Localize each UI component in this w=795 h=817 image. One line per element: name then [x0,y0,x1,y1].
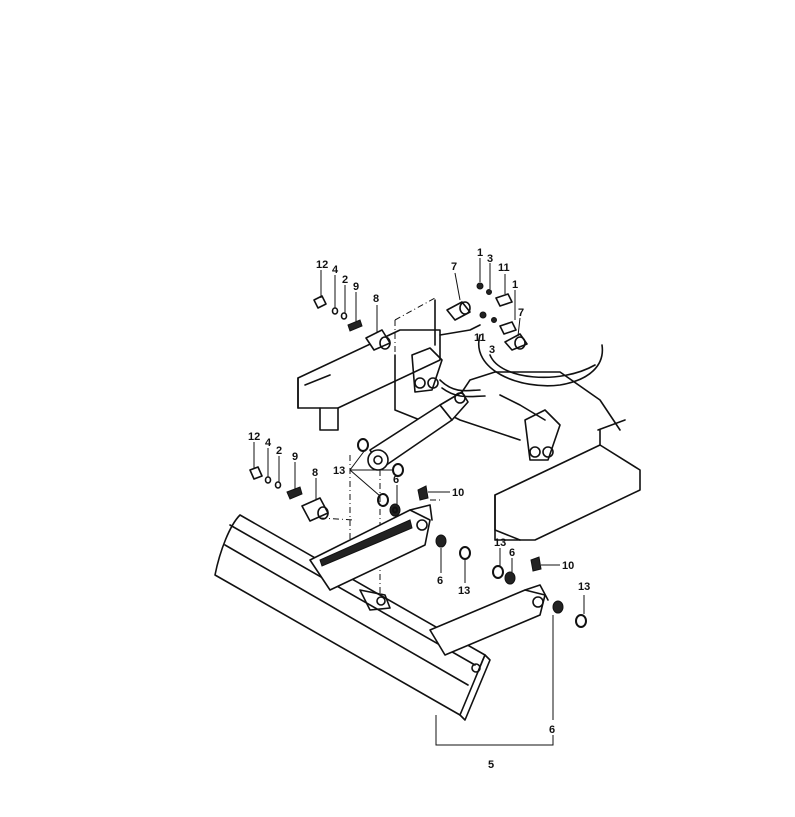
callout-9: 9 [353,281,359,293]
callout-2: 2 [276,445,282,457]
parts-lower-left [249,466,329,522]
leader-lines [253,258,585,746]
washers-middle [357,438,471,560]
callout-3: 3 [487,253,493,265]
callout-13: 13 [578,581,590,593]
callout-8: 8 [312,467,318,479]
callout-6: 6 [549,724,555,736]
callout-1: 1 [512,279,518,291]
callout-4: 4 [332,264,339,276]
hydraulic-hoses [439,379,486,398]
blade-cylinder-mount [359,589,391,611]
callout-10: 10 [452,487,464,499]
callout-6: 6 [437,575,443,587]
washers-right [492,556,587,628]
callout-7: 7 [451,261,457,273]
callout-5: 5 [488,759,494,771]
blade-arm-left [309,504,433,591]
callout-8: 8 [373,293,379,305]
blade-arm-right [429,584,549,656]
callout-2: 2 [342,274,348,286]
dozer-blade [214,514,491,721]
parts-upper-right [446,282,528,351]
pivot-bracket-right [524,409,561,461]
callout-7: 7 [518,307,524,319]
hydraulic-cylinder [367,391,469,471]
callout-11: 11 [474,332,486,344]
callout-4: 4 [265,437,272,449]
callout-3: 3 [489,344,495,356]
callout-10: 10 [562,560,574,572]
callout-11: 11 [498,262,510,274]
callout-6: 6 [393,474,399,486]
callout-13: 13 [458,585,470,597]
callout-12: 12 [316,259,328,271]
callout-labels: 12 4 2 9 8 7 1 3 11 1 11 3 7 12 4 2 9 8 … [248,247,590,771]
callout-6: 6 [509,547,515,559]
callout-12: 12 [248,431,260,443]
callout-13: 13 [494,537,506,549]
callout-13: 13 [333,465,345,477]
pivot-bracket-left [411,347,443,393]
callout-1: 1 [477,247,483,259]
turntable-ring [477,334,604,387]
frame-rail-left [297,329,441,431]
frame-rail-right [494,419,641,541]
callout-9: 9 [292,451,298,463]
